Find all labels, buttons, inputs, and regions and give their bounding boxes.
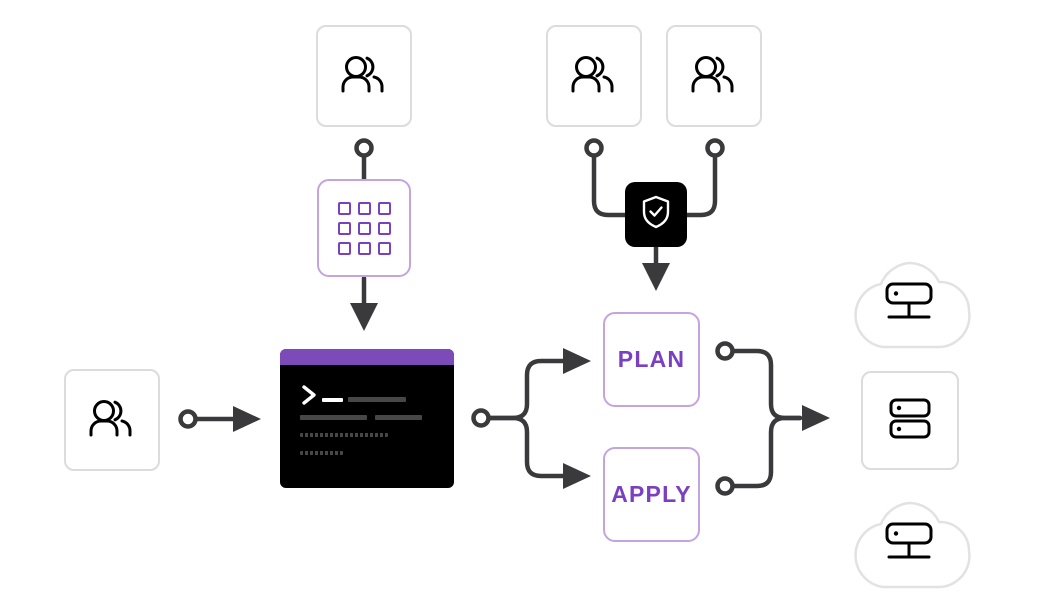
terminal-text-line [375, 415, 422, 420]
users-icon [690, 54, 738, 99]
node-users-top-center[interactable] [316, 25, 412, 127]
grid-cell [337, 241, 351, 255]
connector-endpoint-dot [715, 341, 735, 361]
users-icon [88, 398, 136, 443]
node-terminal[interactable] [280, 349, 454, 488]
users-icon [340, 54, 388, 99]
connector-terminal-split [471, 348, 591, 489]
connector-endpoint-dot [471, 408, 491, 428]
grid-cell [377, 221, 391, 235]
terminal-prompt-icon [300, 383, 326, 409]
grid-cell [337, 221, 351, 235]
shield-check-icon [640, 194, 672, 235]
users-icon [570, 54, 618, 99]
connector-endpoint-dot [178, 409, 198, 429]
connector-users-left-to-terminal [178, 406, 261, 432]
grid-cell [377, 241, 391, 255]
connector-users-top-to-modules [354, 138, 374, 183]
terminal-text-line [300, 451, 343, 455]
connector-endpoint-dot [354, 138, 374, 158]
node-plan[interactable]: PLAN [603, 312, 700, 407]
server-stack-icon [887, 395, 933, 446]
terminal-text-line [348, 397, 406, 402]
connector-endpoint-dot [705, 138, 725, 158]
node-modules[interactable] [317, 179, 411, 277]
node-policy[interactable] [625, 182, 687, 247]
terminal-text-line [300, 433, 388, 437]
terminal-title-bar [280, 349, 454, 365]
node-target-datacenter[interactable] [861, 371, 959, 470]
grid-cell [357, 241, 371, 255]
node-users-left[interactable] [64, 369, 160, 471]
cloud-server-icon [885, 522, 933, 559]
node-users-top-right-a[interactable] [546, 25, 642, 127]
cloud-outline [854, 261, 971, 349]
apply-label: APPLY [611, 481, 692, 507]
connector-targets-merge [715, 341, 830, 496]
cloud-outline [854, 501, 971, 589]
connector-policy-to-plan [642, 244, 670, 291]
grid-cell [357, 201, 371, 215]
terminal-text-line [300, 415, 367, 420]
connector-endpoint-dot [584, 138, 604, 158]
cloud-server-icon [885, 282, 933, 319]
grid-modules-icon [337, 201, 391, 255]
terminal-body [280, 365, 454, 488]
grid-cell [357, 221, 371, 235]
node-target-cloud-bottom[interactable] [843, 492, 976, 590]
connector-endpoint-dot [715, 476, 735, 496]
connector-users-a-to-policy [584, 138, 629, 218]
node-target-cloud-top[interactable] [843, 252, 976, 350]
grid-cell [337, 201, 351, 215]
plan-label: PLAN [617, 346, 686, 372]
node-users-top-right-b[interactable] [666, 25, 762, 127]
connector-modules-to-terminal [350, 275, 378, 331]
node-apply[interactable]: APPLY [603, 447, 700, 542]
terminal-cursor [322, 398, 343, 402]
connector-users-b-to-policy [683, 138, 725, 218]
grid-cell [377, 201, 391, 215]
